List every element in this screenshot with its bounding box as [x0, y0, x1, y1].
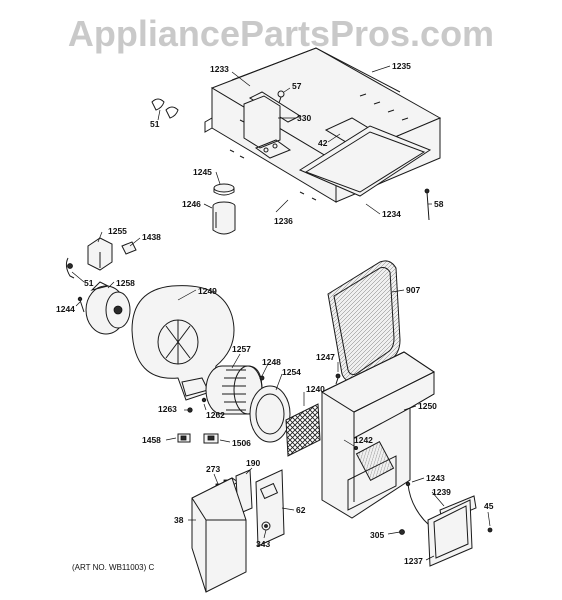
switch-1458	[177, 433, 191, 443]
label-330: 330	[297, 113, 311, 123]
label-45: 45	[484, 501, 494, 511]
jar-1246	[212, 201, 236, 235]
label-343: 343	[256, 539, 270, 549]
label-58: 58	[434, 199, 444, 209]
cap-1245	[213, 183, 235, 196]
bracket-1255	[87, 237, 113, 271]
leader-lines	[71, 65, 491, 561]
callout-labels: 1233 1235 57 51 330 42 1245 1246 1236 12…	[56, 61, 494, 566]
switch-1506	[203, 433, 219, 444]
screw-1263	[187, 407, 193, 413]
label-1240: 1240	[306, 384, 325, 394]
label-1237: 1237	[404, 556, 423, 566]
label-1262: 1262	[206, 410, 225, 420]
screw-1262	[201, 397, 207, 403]
screw-57	[277, 90, 285, 104]
label-42: 42	[318, 138, 328, 148]
label-1236: 1236	[274, 216, 293, 226]
label-1249: 1249	[198, 286, 217, 296]
label-1254: 1254	[282, 367, 301, 377]
knob-343	[261, 521, 271, 531]
label-1458: 1458	[142, 435, 161, 445]
sensor-51-mid	[65, 257, 75, 279]
label-1257: 1257	[232, 344, 251, 354]
label-62: 62	[296, 505, 306, 515]
label-1246: 1246	[182, 199, 201, 209]
label-305: 305	[370, 530, 384, 540]
label-190: 190	[246, 458, 260, 468]
chassis-assembly	[204, 47, 442, 203]
label-57: 57	[292, 81, 302, 91]
latch-1242	[353, 445, 358, 450]
clip-305	[399, 529, 405, 535]
clip-1248	[259, 375, 265, 381]
panel-62	[255, 469, 285, 547]
label-907: 907	[406, 285, 420, 295]
label-1263: 1263	[158, 404, 177, 414]
label-51-mid: 51	[84, 278, 94, 288]
label-1234: 1234	[382, 209, 401, 219]
screw-1247	[335, 373, 341, 385]
screw-1244	[77, 296, 85, 313]
label-1242: 1242	[354, 435, 373, 445]
label-1255: 1255	[108, 226, 127, 236]
label-1244: 1244	[56, 304, 75, 314]
panel-38	[191, 477, 247, 593]
label-38: 38	[174, 515, 184, 525]
label-1243: 1243	[426, 473, 445, 483]
label-1239: 1239	[432, 487, 451, 497]
label-51-top: 51	[150, 119, 160, 129]
motor-1258	[85, 281, 131, 335]
label-1248: 1248	[262, 357, 281, 367]
label-1247: 1247	[316, 352, 335, 362]
label-1233: 1233	[210, 64, 229, 74]
grille-1240	[285, 403, 321, 457]
ring-1254	[249, 385, 291, 443]
rod-1243	[405, 481, 445, 541]
label-1245: 1245	[193, 167, 212, 177]
label-1250: 1250	[418, 401, 437, 411]
label-1258: 1258	[116, 278, 135, 288]
label-1506: 1506	[232, 438, 251, 448]
blower-housing-1249	[131, 285, 235, 401]
clip-51-top	[151, 98, 179, 119]
label-273: 273	[206, 464, 220, 474]
label-1235: 1235	[392, 61, 411, 71]
watermark-text: AppliancePartsPros.com	[68, 13, 494, 54]
screw-45	[487, 527, 493, 533]
art-number: (ART NO. WB11003) C	[72, 563, 154, 572]
door-panel-1237	[427, 499, 473, 567]
label-1438: 1438	[142, 232, 161, 242]
screw-58	[424, 188, 430, 221]
clip-1438	[121, 241, 137, 255]
